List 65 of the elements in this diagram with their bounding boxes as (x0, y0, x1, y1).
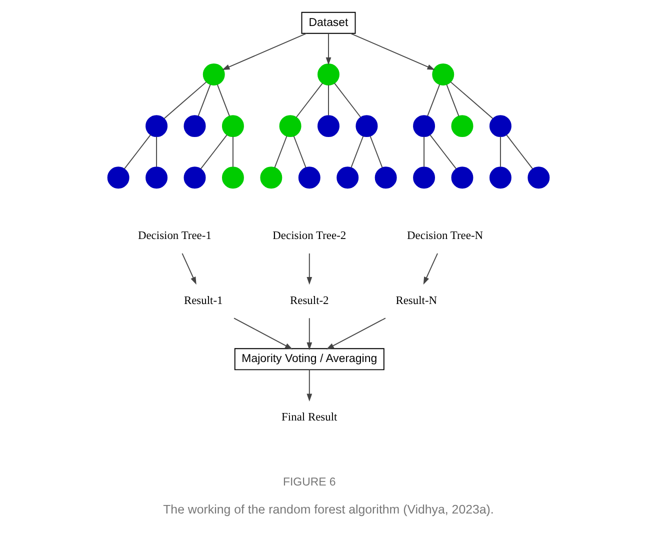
node-text: Final Result (281, 411, 337, 424)
connector (334, 82, 361, 118)
node-circle (488, 115, 511, 138)
connector (197, 84, 210, 117)
arrow (306, 369, 312, 402)
connector (123, 134, 151, 170)
connector (200, 134, 227, 170)
node-circle (317, 115, 339, 138)
arrow (326, 318, 386, 350)
node-text: Decision Tree-1 (137, 230, 211, 242)
node-circle (145, 115, 168, 138)
connector (156, 136, 157, 168)
connector (292, 136, 306, 168)
arrow (306, 318, 312, 350)
connector (295, 82, 322, 118)
node-circle (260, 166, 282, 189)
connector (163, 81, 206, 119)
node-text: Decision Tree-N (406, 230, 483, 242)
arrow (306, 252, 312, 285)
node-circle (221, 166, 244, 189)
arrow (325, 32, 331, 66)
connector (426, 84, 440, 117)
connector (369, 136, 382, 168)
node-circle (527, 166, 550, 189)
node-text: Decision Tree-2 (272, 230, 346, 242)
node-circle (355, 115, 378, 138)
connector (499, 136, 500, 168)
connector (274, 136, 287, 168)
node-circle (183, 166, 206, 189)
node-circle (432, 64, 454, 86)
arrow (181, 252, 196, 285)
node-text: Result-2 (289, 294, 328, 307)
connector (232, 136, 233, 168)
connector (216, 84, 230, 117)
label: FIGURE 6 (282, 476, 336, 488)
arrow (350, 32, 434, 70)
arrow (422, 252, 438, 285)
connector (446, 84, 459, 117)
node-circle (145, 166, 168, 189)
node-circle (336, 166, 358, 189)
connector (450, 81, 493, 119)
node-circle (412, 115, 435, 138)
connector (429, 134, 456, 170)
node-box: Majority Voting / Averaging (234, 348, 384, 370)
node-circle (317, 64, 339, 86)
arrow (233, 318, 292, 350)
node-circle (450, 115, 473, 138)
node-circle (412, 166, 435, 189)
node-circle (374, 166, 396, 189)
connector (505, 134, 533, 170)
node-circle (183, 115, 206, 138)
node-circle (202, 64, 224, 86)
node-text: Result-N (395, 294, 437, 307)
node-circle (450, 166, 473, 189)
node-circle (106, 166, 129, 189)
node-circle (488, 166, 511, 189)
node-circle (278, 115, 301, 138)
node-circle (298, 166, 320, 189)
node-text: Result-1 (183, 294, 222, 307)
connector (350, 136, 364, 168)
node-box: Dataset (300, 12, 356, 34)
connector (423, 136, 424, 168)
caption: The working of the random forest algorithm (Vidhya, 2023a). (162, 502, 494, 516)
node-circle (221, 115, 244, 138)
arrow (222, 32, 306, 70)
